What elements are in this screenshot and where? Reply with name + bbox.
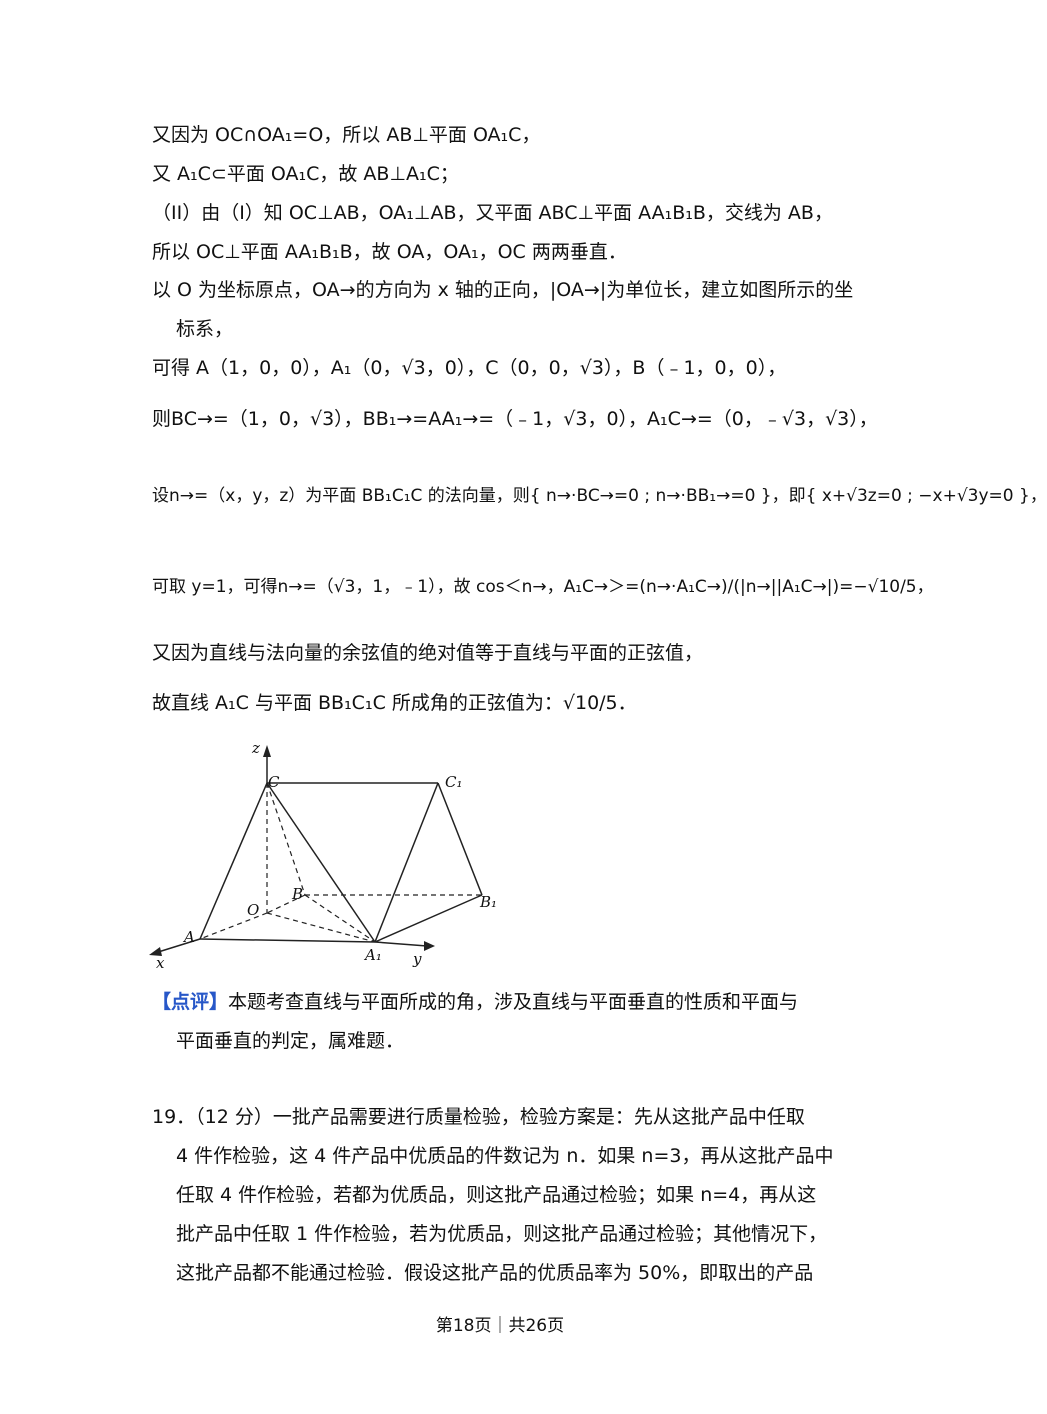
comment-line: 【点评】本题考查直线与平面所成的角，涉及直线与平面垂直的性质和平面与 xyxy=(152,989,798,1015)
label-C: C xyxy=(268,773,280,791)
problem-line: 4 件作检验，这 4 件产品中优质品的件数记为 n．如果 n=3，再从这批产品中 xyxy=(176,1145,834,1167)
problem-line: 批产品中任取 1 件作检验，若为优质品，则这批产品通过检验；其他情况下， xyxy=(176,1223,828,1245)
page-footer: 第18页｜共26页 xyxy=(435,1316,565,1336)
label-C1: C₁ xyxy=(445,773,463,791)
solution-line: 标系， xyxy=(176,318,234,340)
geometry-figure: z C C₁ B B₁ O A A₁ x y xyxy=(149,739,497,972)
label-x: x xyxy=(156,954,165,972)
comment-text: 本题考查直线与平面所成的角，涉及直线与平面垂直的性质和平面与 xyxy=(228,991,799,1013)
problem-line: 这批产品都不能通过检验．假设这批产品的优质品率为 50%，即取出的产品 xyxy=(176,1262,814,1284)
solution-line: 则BC→=（1，0，√3），BB₁→=AA₁→=（﹣1，√3，0），A₁C→=（… xyxy=(152,408,878,430)
solution-line: 以 O 为坐标原点，OA→的方向为 x 轴的正向，|OA→|为单位长，建立如图所… xyxy=(152,279,854,301)
solution-line: 所以 OC⊥平面 AA₁B₁B，故 OA，OA₁，OC 两两垂直． xyxy=(152,241,627,263)
comment-line: 平面垂直的判定，属难题． xyxy=(176,1030,405,1052)
label-A1: A₁ xyxy=(363,946,382,964)
label-O: O xyxy=(247,901,259,919)
label-B: B xyxy=(291,885,303,903)
comment-tag: 【点评】 xyxy=(152,991,229,1013)
label-A: A xyxy=(182,928,195,946)
problem-line: 任取 4 件作检验，若都为优质品，则这批产品通过检验；如果 n=4，再从这 xyxy=(176,1184,817,1206)
solution-line: 故直线 A₁C 与平面 BB₁C₁C 所成角的正弦值为：√10/5． xyxy=(152,692,637,714)
solution-line: 又 A₁C⊂平面 OA₁C，故 AB⊥A₁C； xyxy=(152,163,459,185)
solution-line: 可取 y=1，可得n→=（√3，1，﹣1），故 cos＜n→，A₁C→＞=(n→… xyxy=(152,577,934,597)
solution-line: 又因为 OC∩OA₁=O，所以 AB⊥平面 OA₁C， xyxy=(152,124,541,146)
solution-line: （II）由（I）知 OC⊥AB，OA₁⊥AB，又平面 ABC⊥平面 AA₁B₁B… xyxy=(152,202,833,224)
solution-line: 设n→=（x，y，z）为平面 BB₁C₁C 的法向量，则{ n→·BC→=0 ;… xyxy=(152,486,1047,506)
label-y: y xyxy=(412,950,422,968)
problem-line: 19．（12 分）一批产品需要进行质量检验，检验方案是：先从这批产品中任取 xyxy=(152,1106,805,1128)
solution-line: 可得 A（1，0，0），A₁（0，√3，0），C（0，0，√3），B（﹣1，0，… xyxy=(152,357,787,379)
solution-line: 又因为直线与法向量的余弦值的绝对值等于直线与平面的正弦值， xyxy=(152,642,704,664)
label-B1: B₁ xyxy=(479,893,497,911)
label-z: z xyxy=(251,739,260,757)
